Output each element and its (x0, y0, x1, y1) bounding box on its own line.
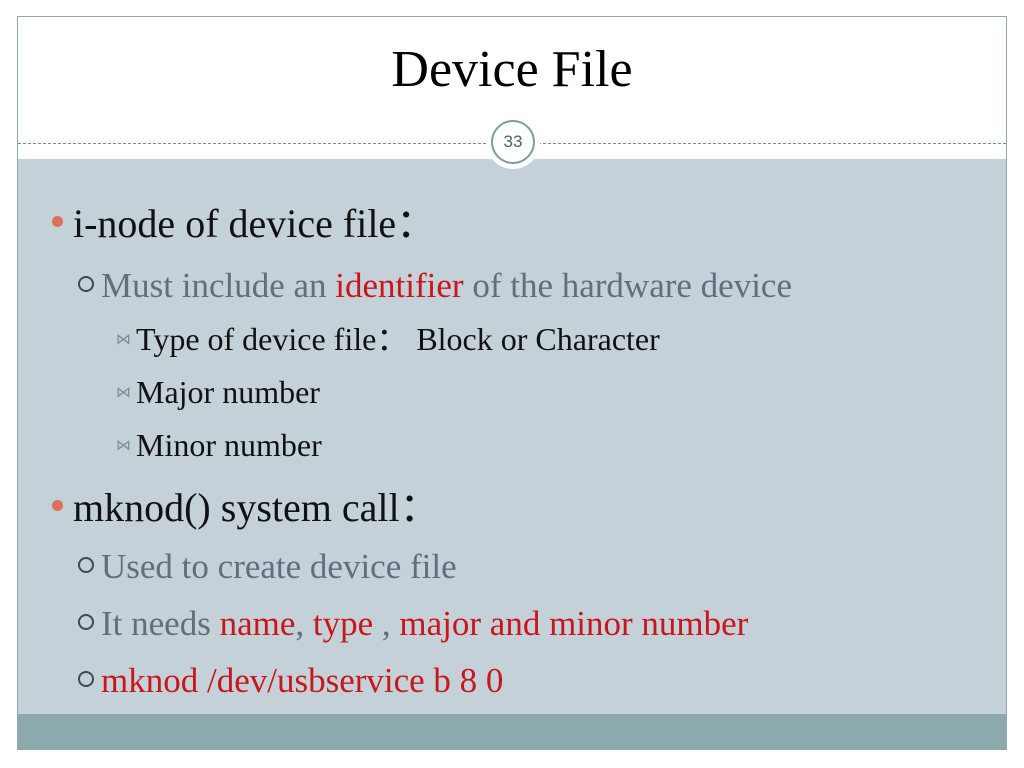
inode-label: i-node of device file： (73, 201, 437, 246)
needs-type: type (312, 604, 374, 643)
list-item: ⋈ Type of device file： Block or Character (116, 323, 660, 355)
list-item: ⋈ Major number (116, 376, 320, 408)
sub-bullet-used: Used to create device file (78, 549, 457, 584)
slide-title: Device File (391, 41, 633, 98)
bowtie-bullet-icon: ⋈ (116, 383, 131, 402)
identifier-highlight: identifier (335, 266, 464, 305)
item-type: Type of device file： Block or Character (136, 321, 660, 357)
needs-text-1: It needs (101, 604, 220, 643)
bullet-mknod: mknod() system call： (52, 488, 440, 528)
used-text: Used to create device file (101, 547, 457, 586)
bowtie-bullet-icon: ⋈ (116, 330, 131, 349)
needs-sep-1: , (295, 604, 313, 643)
list-item: ⋈ Minor number (116, 429, 322, 461)
must-text-1: Must include an (101, 266, 336, 305)
ring-bullet-icon (78, 556, 94, 573)
sub-bullet-needs: It needs name, type , major and minor nu… (78, 606, 748, 641)
bullet-dot-icon (52, 216, 63, 228)
slide: Device File i-node of device file： Must … (17, 16, 1007, 750)
item-minor: Minor number (136, 427, 322, 463)
sub-bullet-command: mknod /dev/usbservice b 8 0 (78, 663, 503, 698)
ring-bullet-icon (78, 670, 94, 687)
content-area: i-node of device file： Must include an i… (18, 159, 1006, 716)
sub-bullet-identifier: Must include an identifier of the hardwa… (78, 268, 792, 303)
bullet-inode: i-node of device file： (52, 204, 436, 244)
needs-major-minor: major and minor number (399, 604, 749, 643)
mknod-command: mknod /dev/usbservice b 8 0 (101, 661, 504, 700)
needs-sep-2: , (373, 604, 400, 643)
page-number-badge: 33 (486, 115, 540, 169)
needs-name: name (219, 604, 296, 643)
bowtie-bullet-icon: ⋈ (116, 436, 131, 455)
page-number: 33 (491, 120, 535, 164)
must-text-3: of the hardware device (463, 266, 792, 305)
mknod-label: mknod() system call： (73, 485, 440, 530)
bullet-dot-icon (52, 500, 63, 512)
footer-bar (18, 714, 1006, 749)
ring-bullet-icon (78, 275, 94, 292)
item-major: Major number (136, 374, 320, 410)
ring-bullet-icon (78, 613, 94, 630)
